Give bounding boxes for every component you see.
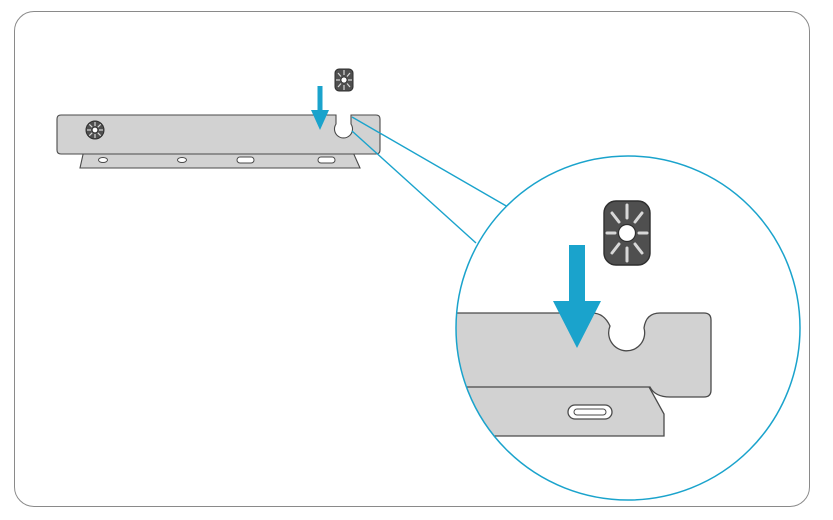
zoom-bracket-flange — [456, 384, 665, 437]
overview-screw-icon — [334, 68, 354, 92]
zoom-screw-icon — [603, 200, 651, 266]
zoom-detail — [455, 155, 801, 501]
overview-bracket-plate — [56, 114, 381, 155]
zoom-down-arrow-icon — [553, 245, 601, 348]
overview-slot-1 — [98, 157, 108, 163]
overview-slot-3 — [236, 156, 255, 164]
zoom-bracket-plate — [456, 312, 712, 398]
overview-down-arrow-icon — [311, 86, 329, 130]
overview-slot-2 — [177, 157, 187, 163]
zoom-circle-outline — [455, 155, 801, 501]
zoom-bracket-slot — [567, 404, 613, 420]
callout-lines — [351, 116, 509, 244]
overview-slot-4 — [317, 156, 336, 164]
overview-bracket — [56, 68, 381, 169]
installed-screw-icon — [85, 120, 105, 140]
